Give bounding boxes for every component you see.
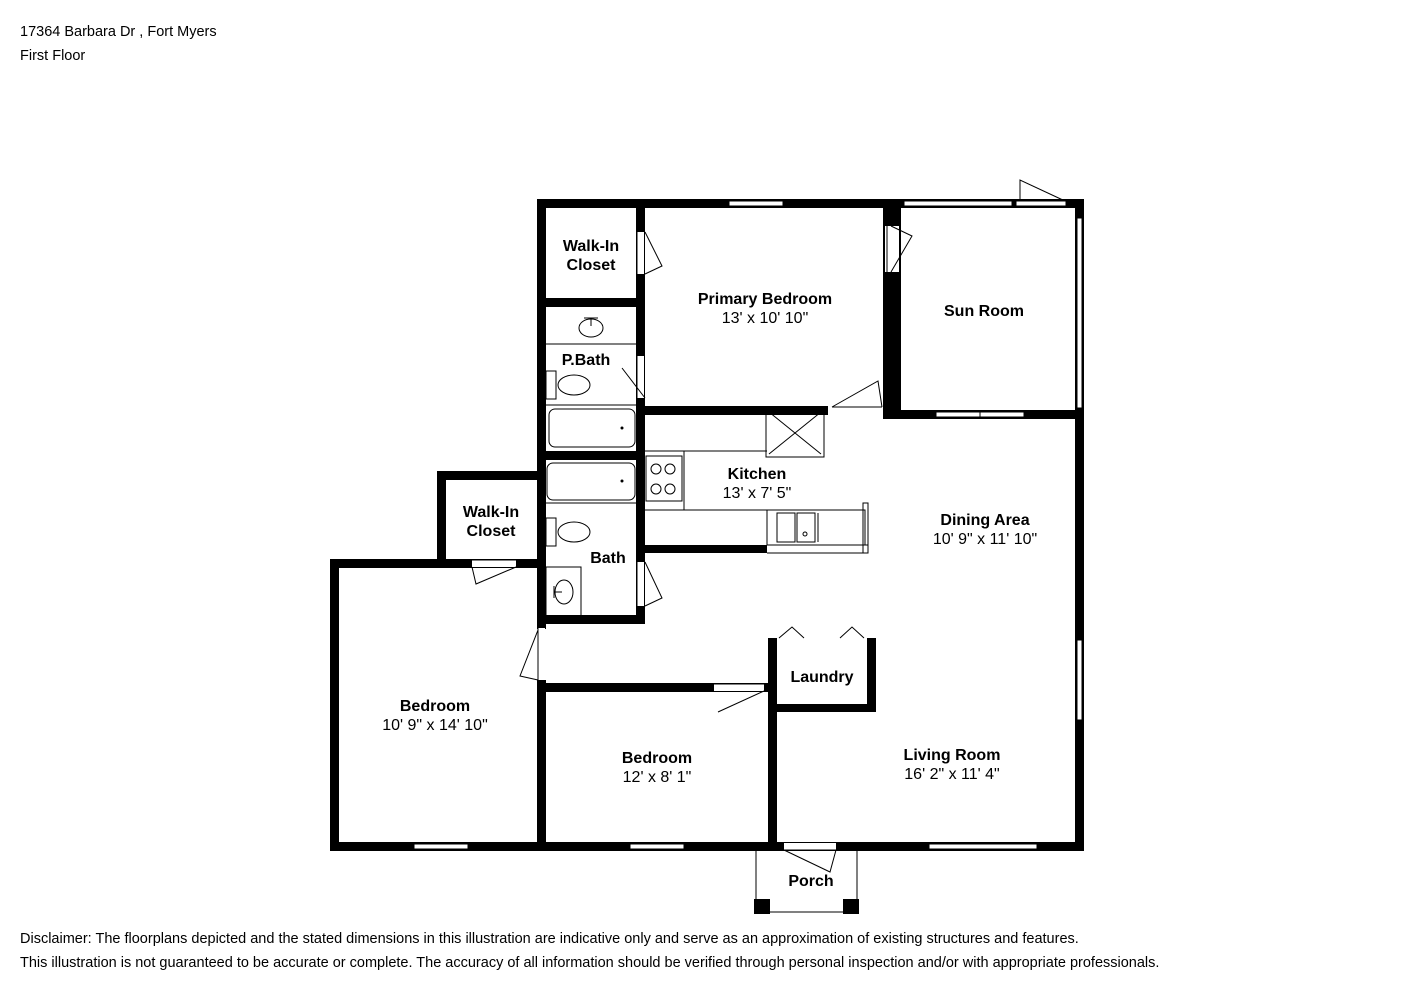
bath-label: Bath [590, 550, 626, 567]
floor-label: First Floor [20, 48, 86, 64]
bedroom-2-label: Bedroom [622, 750, 692, 767]
disclaimer-line-1: Disclaimer: The floorplans depicted and … [20, 931, 1079, 947]
primary-bedroom-dims: 13' x 10' 10" [722, 310, 809, 327]
dining-area-label: Dining Area [940, 512, 1029, 529]
windows [413, 200, 1083, 850]
bedroom-1-label: Bedroom [400, 698, 470, 715]
bedroom-2-dims: 12' x 8' 1" [623, 769, 692, 786]
laundry-label: Laundry [790, 669, 853, 686]
walkin-closet-2-label-line2: Closet [467, 523, 517, 540]
walls [330, 199, 1084, 914]
property-address: 17364 Barbara Dr , Fort Myers [20, 24, 217, 40]
disclaimer-line-2: This illustration is not guaranteed to b… [20, 955, 1160, 971]
sun-room-label: Sun Room [944, 303, 1024, 320]
walkin-closet-1-label-line2: Closet [567, 257, 617, 274]
living-room-dims: 16' 2" x 11' 4" [904, 766, 999, 783]
walkin-closet-1-label-line1: Walk-In [563, 238, 619, 255]
kitchen-dims: 13' x 7' 5" [723, 485, 792, 502]
porch-label: Porch [788, 873, 833, 890]
porch-outline [755, 851, 858, 913]
walkin-closet-2-label-line1: Walk-In [463, 504, 519, 521]
room-labels: Walk-In Closet Primary Bedroom 13' x 10'… [382, 238, 1037, 890]
fixtures [545, 317, 869, 617]
primary-bedroom-label: Primary Bedroom [698, 291, 832, 308]
dining-area-dims: 10' 9" x 11' 10" [933, 531, 1037, 548]
living-room-label: Living Room [904, 747, 1001, 764]
doors [471, 179, 1066, 873]
p-bath-label: P.Bath [562, 352, 611, 369]
bedroom-1-dims: 10' 9" x 14' 10" [382, 717, 488, 734]
kitchen-label: Kitchen [728, 466, 787, 483]
